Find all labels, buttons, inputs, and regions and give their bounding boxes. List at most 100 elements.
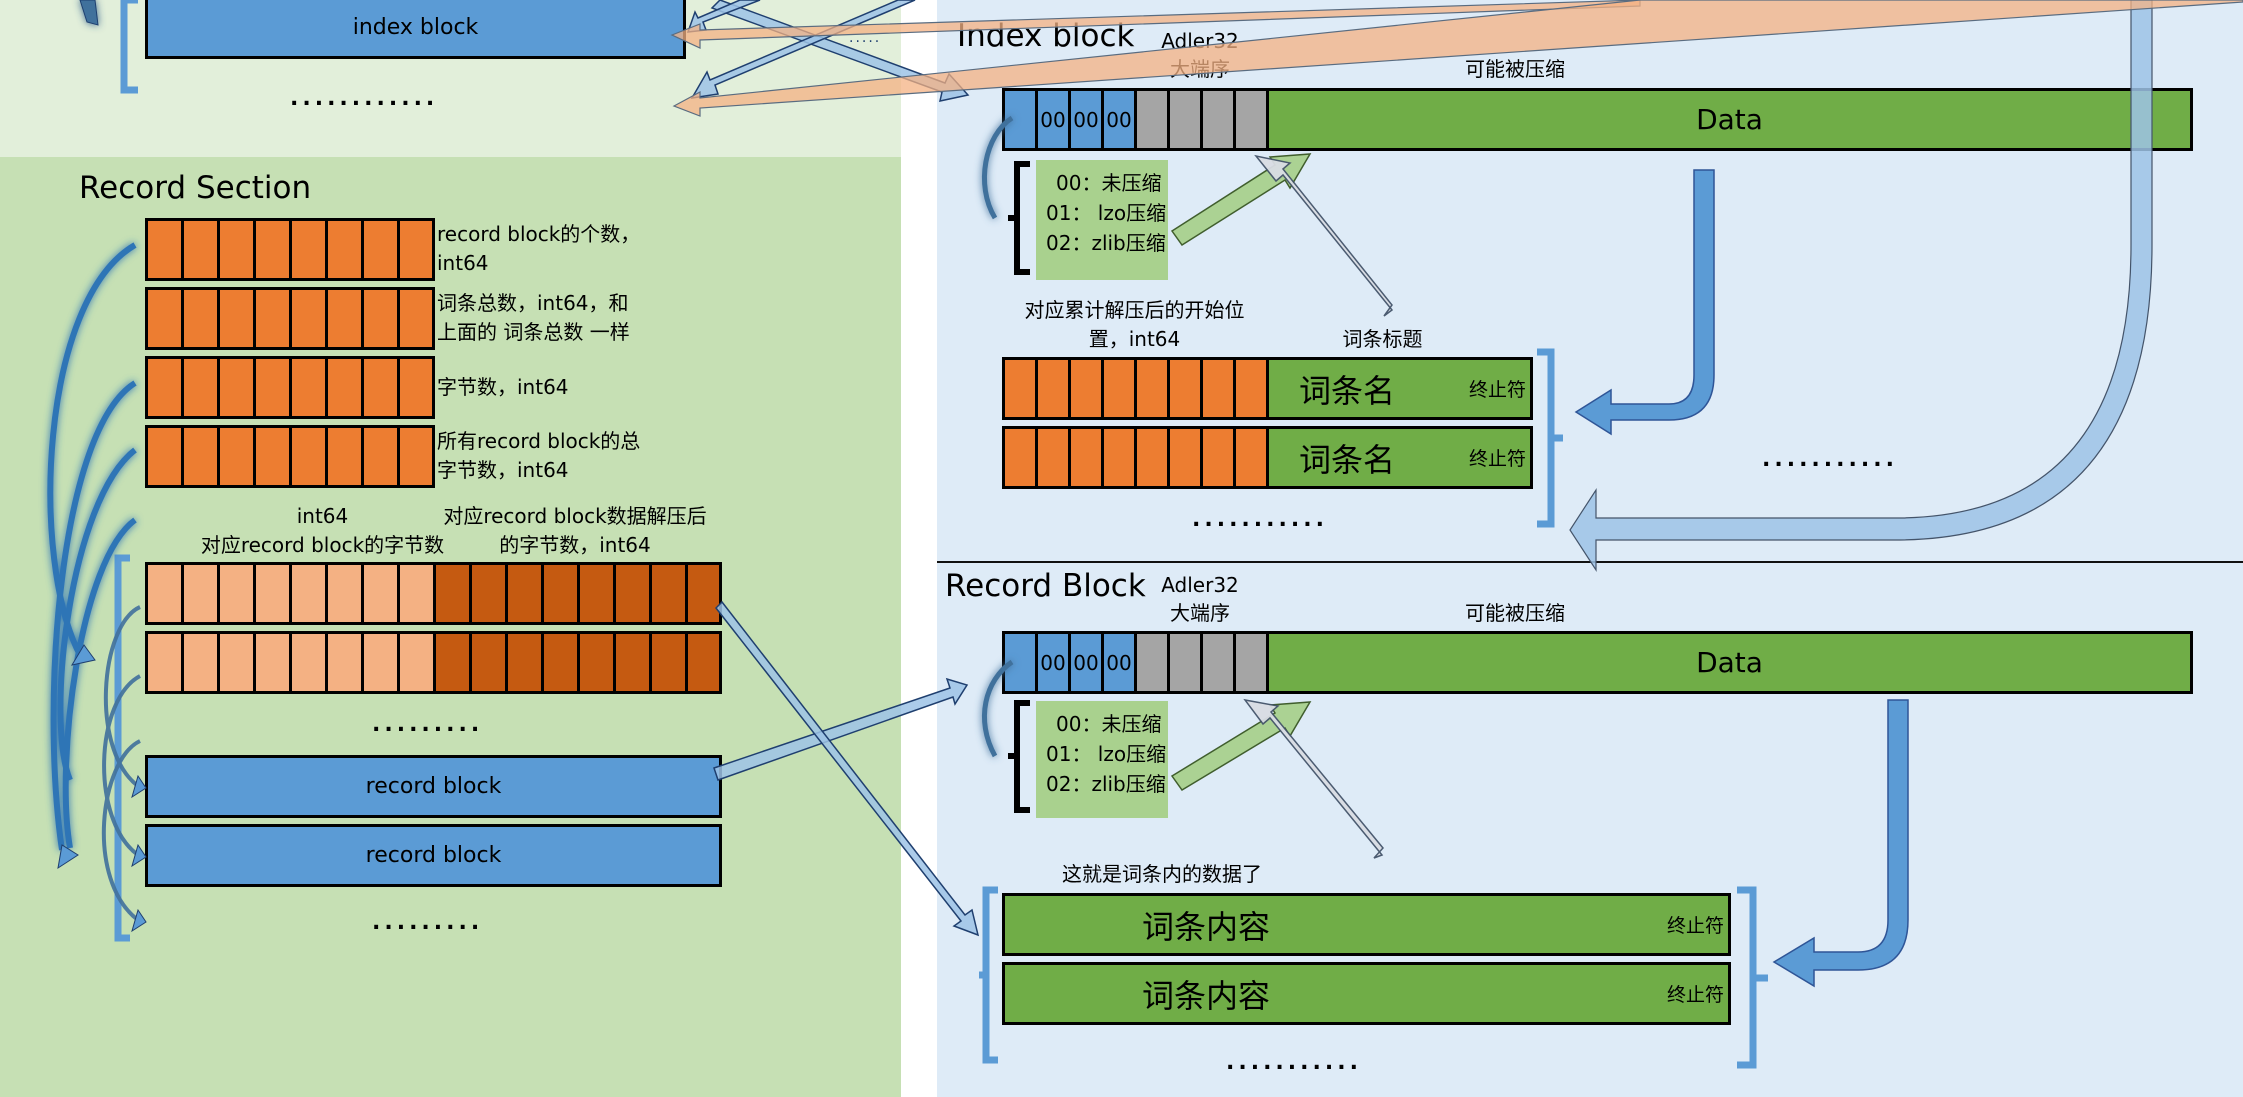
index-byte-order-label: 大端序 (1170, 57, 1230, 81)
byte-cell (184, 428, 220, 485)
byte-cell (400, 290, 432, 347)
compression-type-item: 02：zlib压缩 (1046, 772, 1166, 796)
record-block-rect: record block (145, 824, 722, 887)
byte-cell (148, 290, 184, 347)
record-checksum-label: Adler32 (1161, 573, 1239, 597)
byte-cell (220, 428, 256, 485)
offset-byte-cell (1005, 360, 1038, 417)
record-block-title: Record Block (945, 568, 1146, 604)
record-data-field: Data (1269, 634, 2190, 691)
index-block-rect: index block (145, 0, 686, 59)
pair-left-header-line2: 对应record block的字节数 (200, 533, 445, 557)
section-header-field-label: record block的个数， int64 (437, 220, 640, 278)
index-block-header-row: 00 00 00 Data (1002, 88, 2193, 151)
checksum-byte (1236, 634, 1269, 691)
byte-cell (400, 359, 432, 416)
index-right-ellipsis: ........... (1762, 447, 1898, 472)
compression-type-item: 00：未压缩 (1056, 712, 1162, 736)
section-header-field-label: 所有record block的总字节数，int64 (437, 427, 640, 485)
byte-cell (184, 221, 220, 278)
pair-left-header-line1: int64 (296, 504, 349, 528)
byte-cell (292, 290, 328, 347)
checksum-byte (1170, 634, 1203, 691)
headword-field: 词条名 终止符 (1269, 360, 1530, 417)
byte-cell (364, 428, 400, 485)
record-section-title: Record Section (79, 170, 312, 206)
byte-cell (184, 290, 220, 347)
type-byte: 00 (1104, 634, 1137, 691)
compression-type-byte (1005, 634, 1038, 691)
offset-byte-cell (1170, 360, 1203, 417)
entry-terminator: 终止符 (1666, 984, 1724, 1006)
offset-byte-cell (1203, 429, 1236, 486)
offset-byte-cell (1137, 360, 1170, 417)
byte-cell (400, 428, 432, 485)
pair-right-header-line1: 对应record block数据解压后 (443, 504, 707, 528)
section-header-field-row (145, 287, 435, 350)
field-label-line1: 所有record block的总 (437, 429, 641, 453)
record-entry-row: 词条内容 终止符 (1002, 893, 1731, 956)
byte-cell (292, 221, 328, 278)
checksum-byte (1170, 91, 1203, 148)
byte-cell (256, 359, 292, 416)
field-label-line2: 字节数，int64 (437, 458, 569, 482)
index-blocks-ellipsis: ............ (290, 86, 439, 111)
entry-content: 词条内容 (1142, 907, 1271, 946)
byte-cell (220, 359, 256, 416)
index-compress-label: 可能被压缩 (1465, 57, 1565, 81)
type-byte: 00 (1071, 634, 1104, 691)
byte-cell (292, 359, 328, 416)
compression-type-item: 00：未压缩 (1056, 171, 1162, 195)
offset-byte-cell (1236, 429, 1269, 486)
offset-byte-cell (1104, 360, 1137, 417)
entry-terminator: 终止符 (1666, 915, 1724, 937)
entry-content: 词条内容 (1142, 976, 1271, 1015)
checksum-byte (1137, 91, 1170, 148)
byte-cell (328, 290, 364, 347)
record-size-pair-row (145, 562, 722, 625)
record-block-label: record block (365, 774, 502, 799)
section-divider (937, 561, 2243, 563)
compression-type-item: 02：zlib压缩 (1046, 231, 1166, 255)
section-header-field-row (145, 356, 435, 419)
pair-left-header: int64 对应record block的字节数 (145, 502, 500, 560)
record-entries-ellipsis: ........... (1226, 1050, 1362, 1075)
index-entries-ellipsis: ........... (1192, 507, 1328, 532)
index-block-label: index block (352, 15, 479, 40)
section-header-field-label: 词条总数，int64，和上面的 词条总数 一样 (437, 289, 630, 347)
offset-label: 对应累计解压后的开始位 置，int64 (1002, 296, 1267, 354)
field-label-line1: 字节数，int64 (437, 375, 569, 399)
compression-type-item: 01： lzo压缩 (1046, 742, 1167, 766)
offset-byte-cell (1038, 360, 1071, 417)
type-byte: 00 (1038, 91, 1071, 148)
pair-right-header: 对应record block数据解压后 的字节数，int64 (430, 502, 720, 560)
byte-cell (364, 359, 400, 416)
headword-label: 词条标题 (1342, 327, 1423, 351)
headword-name: 词条名 (1299, 371, 1396, 410)
section-header-field-row (145, 218, 435, 281)
record-compression-legend: 00：未压缩 01： lzo压缩 02：zlib压缩 (1036, 701, 1168, 818)
byte-cell (400, 221, 432, 278)
offset-byte-cell (1005, 429, 1038, 486)
entry-terminator: 终止符 (1468, 379, 1526, 401)
checksum-byte (1137, 634, 1170, 691)
byte-cell (184, 359, 220, 416)
byte-cell (256, 428, 292, 485)
compression-type-byte (1005, 91, 1038, 148)
byte-cell (292, 428, 328, 485)
offset-byte-cell (1071, 360, 1104, 417)
byte-cell (328, 428, 364, 485)
offset-label-line1: 对应累计解压后的开始位 (1024, 298, 1245, 322)
offset-byte-cell (1203, 360, 1236, 417)
offset-label-line2: 置，int64 (1088, 327, 1181, 351)
field-label-line1: record block的个数， (437, 222, 641, 246)
byte-cell (328, 359, 364, 416)
field-label-line2: 上面的 词条总数 一样 (437, 320, 630, 344)
record-compress-label: 可能被压缩 (1465, 601, 1565, 625)
checksum-byte (1236, 91, 1269, 148)
record-entry-row: 词条内容 终止符 (1002, 962, 1731, 1025)
byte-cell (256, 290, 292, 347)
field-label-line1: 词条总数，int64，和 (437, 291, 629, 315)
field-label-line2: int64 (437, 251, 489, 275)
pair-right-header-line2: 的字节数，int64 (499, 533, 651, 557)
